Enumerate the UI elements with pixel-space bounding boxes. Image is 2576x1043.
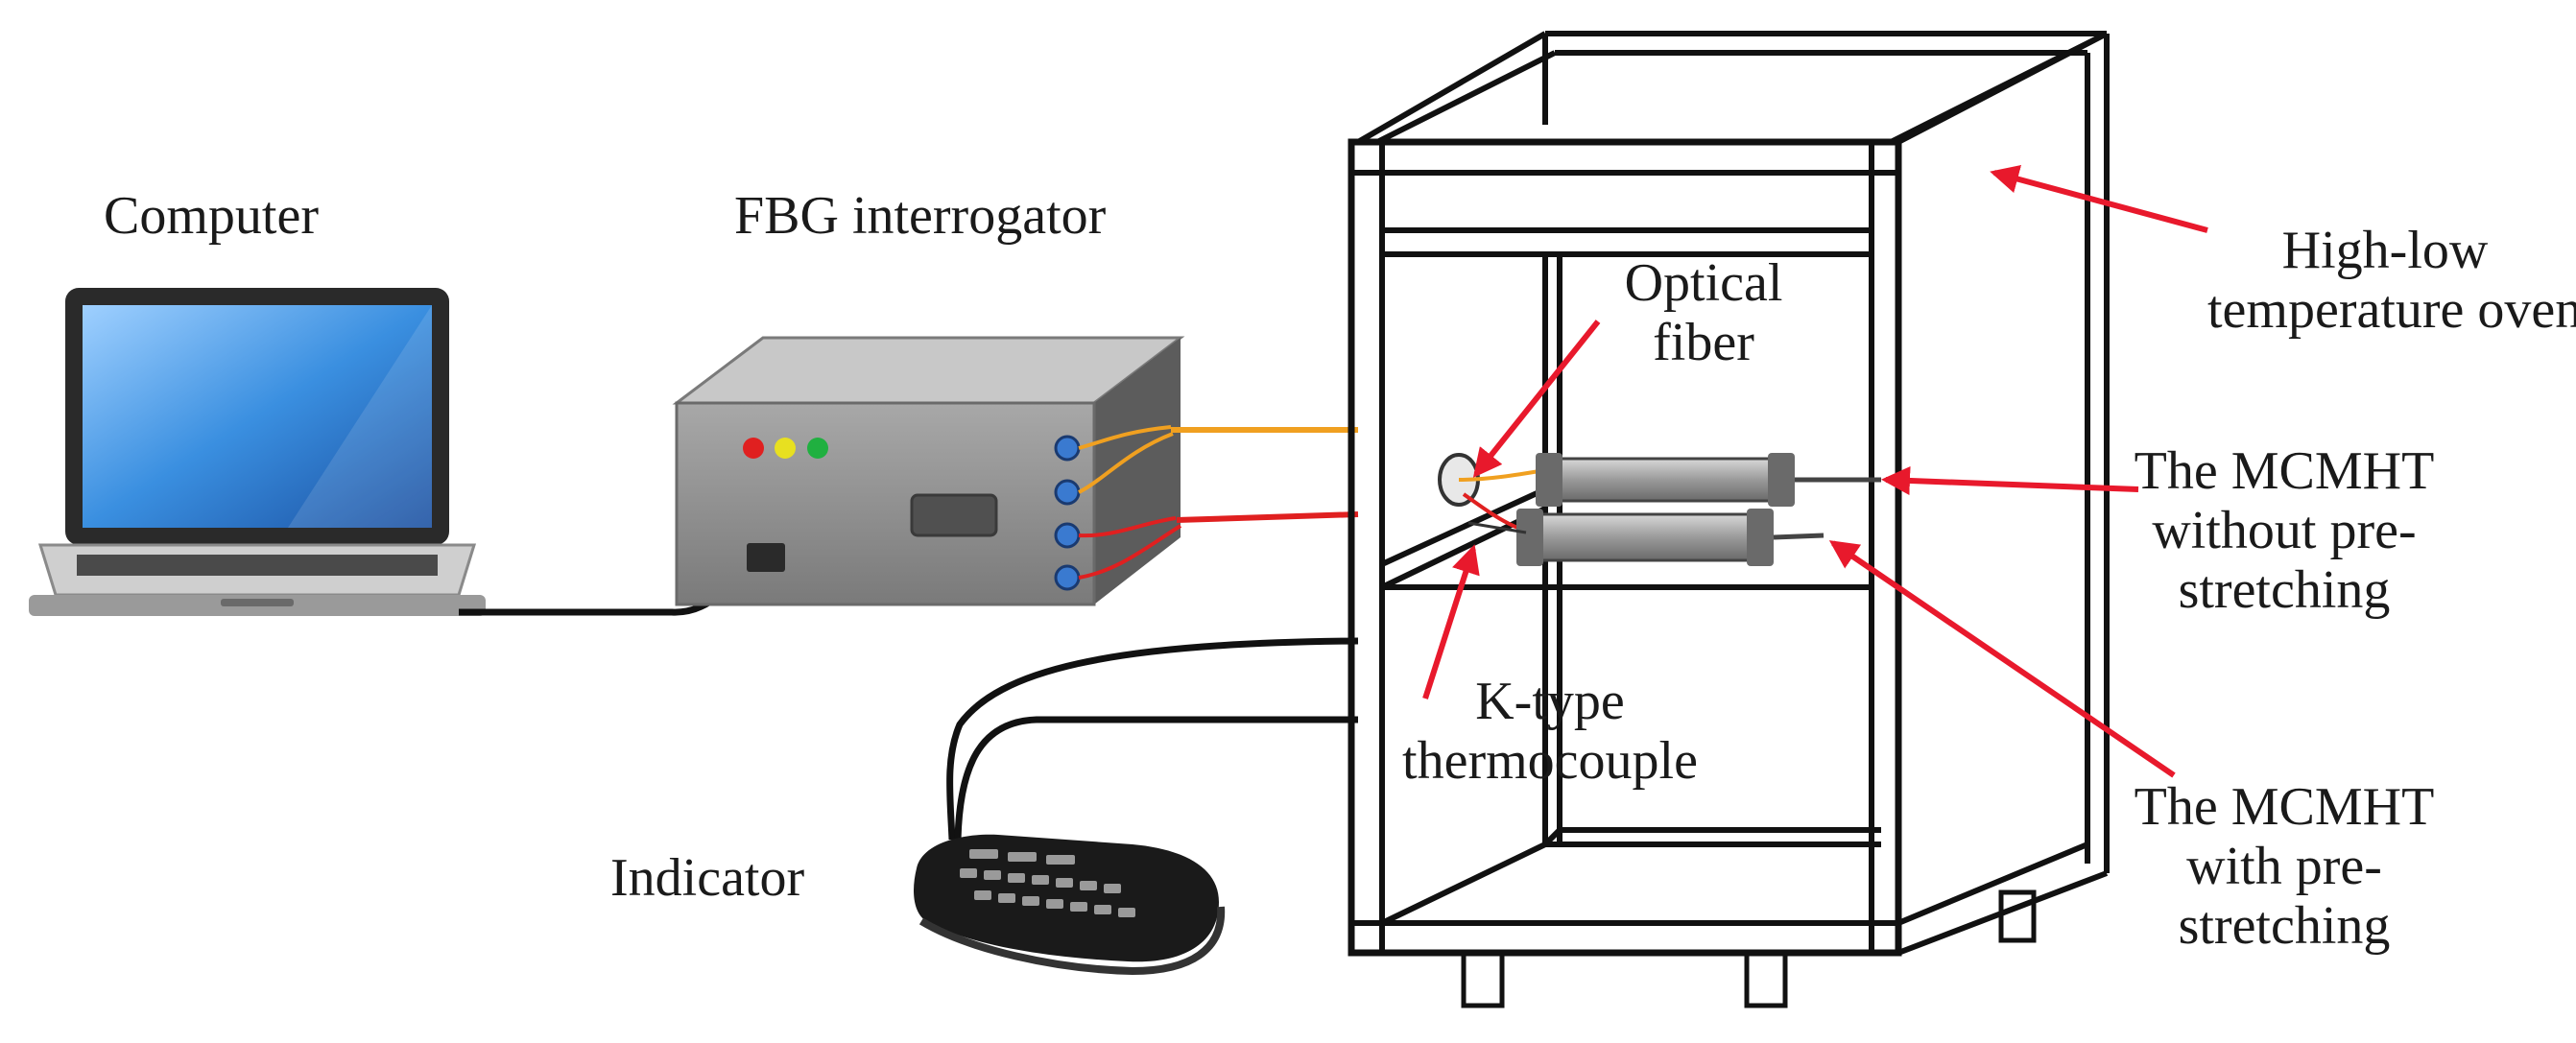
label-optical-line1: Optical — [1624, 253, 1783, 313]
laptop-icon — [29, 288, 486, 616]
arrow-mcmht-without — [1881, 465, 2139, 495]
status-led-yellow — [775, 438, 796, 459]
label-mcmht-without-line2: without pre- — [2152, 501, 2417, 560]
label-computer: Computer — [104, 186, 319, 246]
label-mcmht-with-line2: with pre- — [2186, 837, 2382, 896]
annotation-arrows — [1422, 165, 2208, 778]
label-indicator: Indicator — [610, 848, 805, 908]
label-mcmht-with-line3: stretching — [2178, 896, 2391, 956]
thermocouple-wire — [1176, 511, 1359, 523]
label-mcmht-without-line1: The MCMHT — [2134, 441, 2435, 501]
arrow-optical-fiber — [1472, 320, 1601, 478]
arrow-mcmht-with — [1828, 540, 2176, 778]
label-ktype-line1: K-type — [1475, 672, 1625, 731]
indicator-icon — [914, 834, 1226, 976]
indicator-cable — [946, 637, 1359, 841]
display-window — [910, 493, 998, 537]
label-optical-line2: fiber — [1653, 313, 1754, 372]
label-mcmht-with-line1: The MCMHT — [2134, 777, 2435, 837]
channel-ports — [1054, 435, 1081, 591]
label-oven-line1: High-low — [2281, 221, 2489, 280]
label-interrogator: FBG interrogator — [734, 186, 1107, 246]
interrogator-icon — [672, 336, 1185, 606]
oven-icon — [1348, 31, 2110, 1008]
label-thermocouple: K-type thermocouple — [1377, 672, 1723, 791]
label-oven-line2: temperature oven — [2207, 280, 2576, 340]
label-mcmht-without-line3: stretching — [2178, 560, 2391, 620]
indicator-cable-2 — [954, 716, 1358, 841]
status-led-red — [743, 438, 764, 459]
usb-port — [747, 543, 785, 572]
arrow-oven — [1990, 165, 2208, 233]
status-led-green — [807, 438, 828, 459]
sensor-tube-icon — [1438, 453, 1881, 566]
label-mcmht-without: The MCMHT without pre- stretching — [2126, 441, 2443, 620]
label-oven: High-low temperature oven — [2207, 221, 2576, 340]
label-ktype-line2: thermocouple — [1402, 731, 1698, 791]
arrow-thermocouple — [1422, 544, 1480, 699]
label-mcmht-with: The MCMHT with pre- stretching — [2126, 777, 2443, 956]
label-optical-fiber: Optical fiber — [1584, 253, 1824, 372]
